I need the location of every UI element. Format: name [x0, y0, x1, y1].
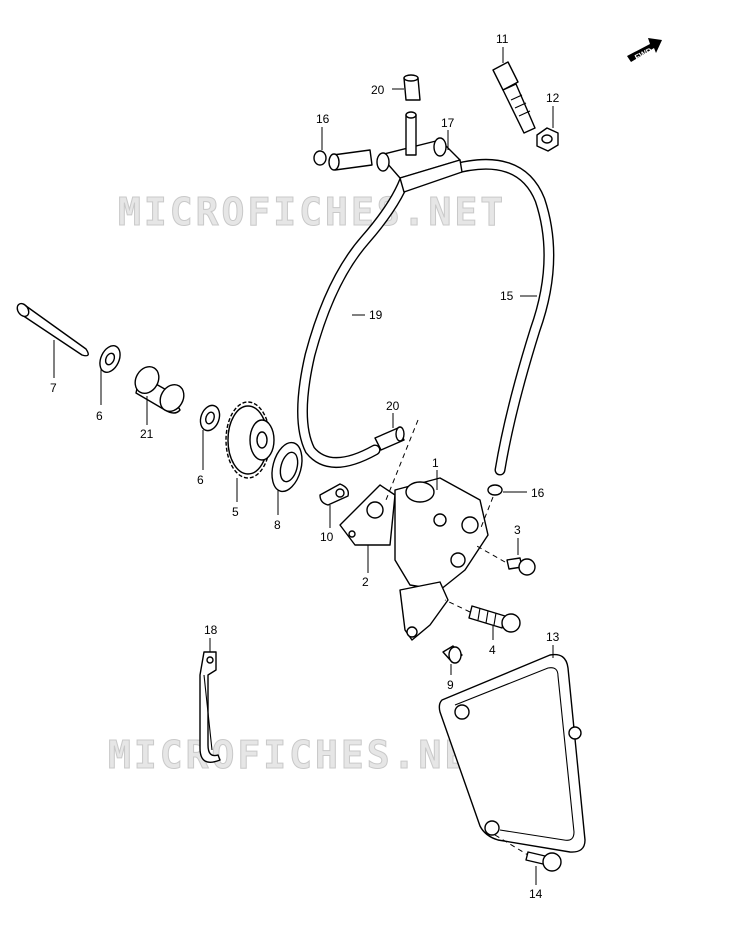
grommet-part	[442, 645, 463, 675]
pin-part	[16, 302, 89, 378]
callout-14: 14	[529, 887, 543, 901]
washer-part	[99, 345, 121, 405]
watermark-top: MICROFICHES.NET	[118, 190, 506, 234]
sleeve-part-lower	[374, 413, 405, 451]
joint-part	[376, 111, 463, 193]
callout-6-left: 6	[96, 409, 103, 423]
strap-part	[199, 638, 221, 763]
sleeve-part-upper	[392, 74, 421, 101]
callout-2: 2	[362, 575, 369, 589]
hose-19-part	[297, 164, 414, 468]
cover-part	[438, 645, 586, 856]
nut-part	[536, 106, 559, 152]
callout-4: 4	[489, 643, 496, 657]
clip-part-lower	[479, 484, 527, 531]
callout-5: 5	[232, 505, 239, 519]
oil-pump-part	[339, 419, 489, 641]
thrust-washer-part	[271, 441, 303, 515]
fwd-arrow-icon: FWD	[627, 38, 662, 62]
screw-part-3	[474, 538, 536, 576]
callout-17: 17	[441, 116, 455, 130]
callout-1: 1	[432, 456, 439, 470]
callout-8: 8	[274, 518, 281, 532]
callout-19: 19	[369, 308, 383, 322]
bolt-part-11	[492, 47, 536, 134]
bolt-part-4	[444, 599, 521, 640]
callout-11: 11	[496, 32, 509, 46]
callout-6-right: 6	[197, 473, 204, 487]
callout-7: 7	[50, 381, 57, 395]
gear-part	[225, 401, 275, 502]
bushing-part	[134, 365, 185, 425]
callout-18: 18	[204, 623, 218, 637]
callout-20-upper: 20	[371, 83, 385, 97]
callout-15: 15	[500, 289, 514, 303]
callout-20-lower: 20	[386, 399, 400, 413]
clip-part-upper	[313, 127, 327, 166]
washer-part-2	[199, 404, 221, 470]
callout-9: 9	[447, 678, 454, 692]
callout-3: 3	[514, 523, 521, 537]
hose-15-part	[444, 158, 555, 476]
callout-13: 13	[546, 630, 560, 644]
screw-part-14	[525, 851, 562, 885]
callout-16-upper: 16	[316, 112, 330, 126]
tube-part	[328, 149, 373, 171]
callout-10: 10	[320, 530, 334, 544]
clip-part-10	[319, 483, 350, 528]
watermark-bottom: MICROFICHES.NET	[108, 733, 496, 777]
callout-21: 21	[140, 427, 154, 441]
callout-12: 12	[546, 91, 560, 105]
callout-16-lower: 16	[531, 486, 545, 500]
